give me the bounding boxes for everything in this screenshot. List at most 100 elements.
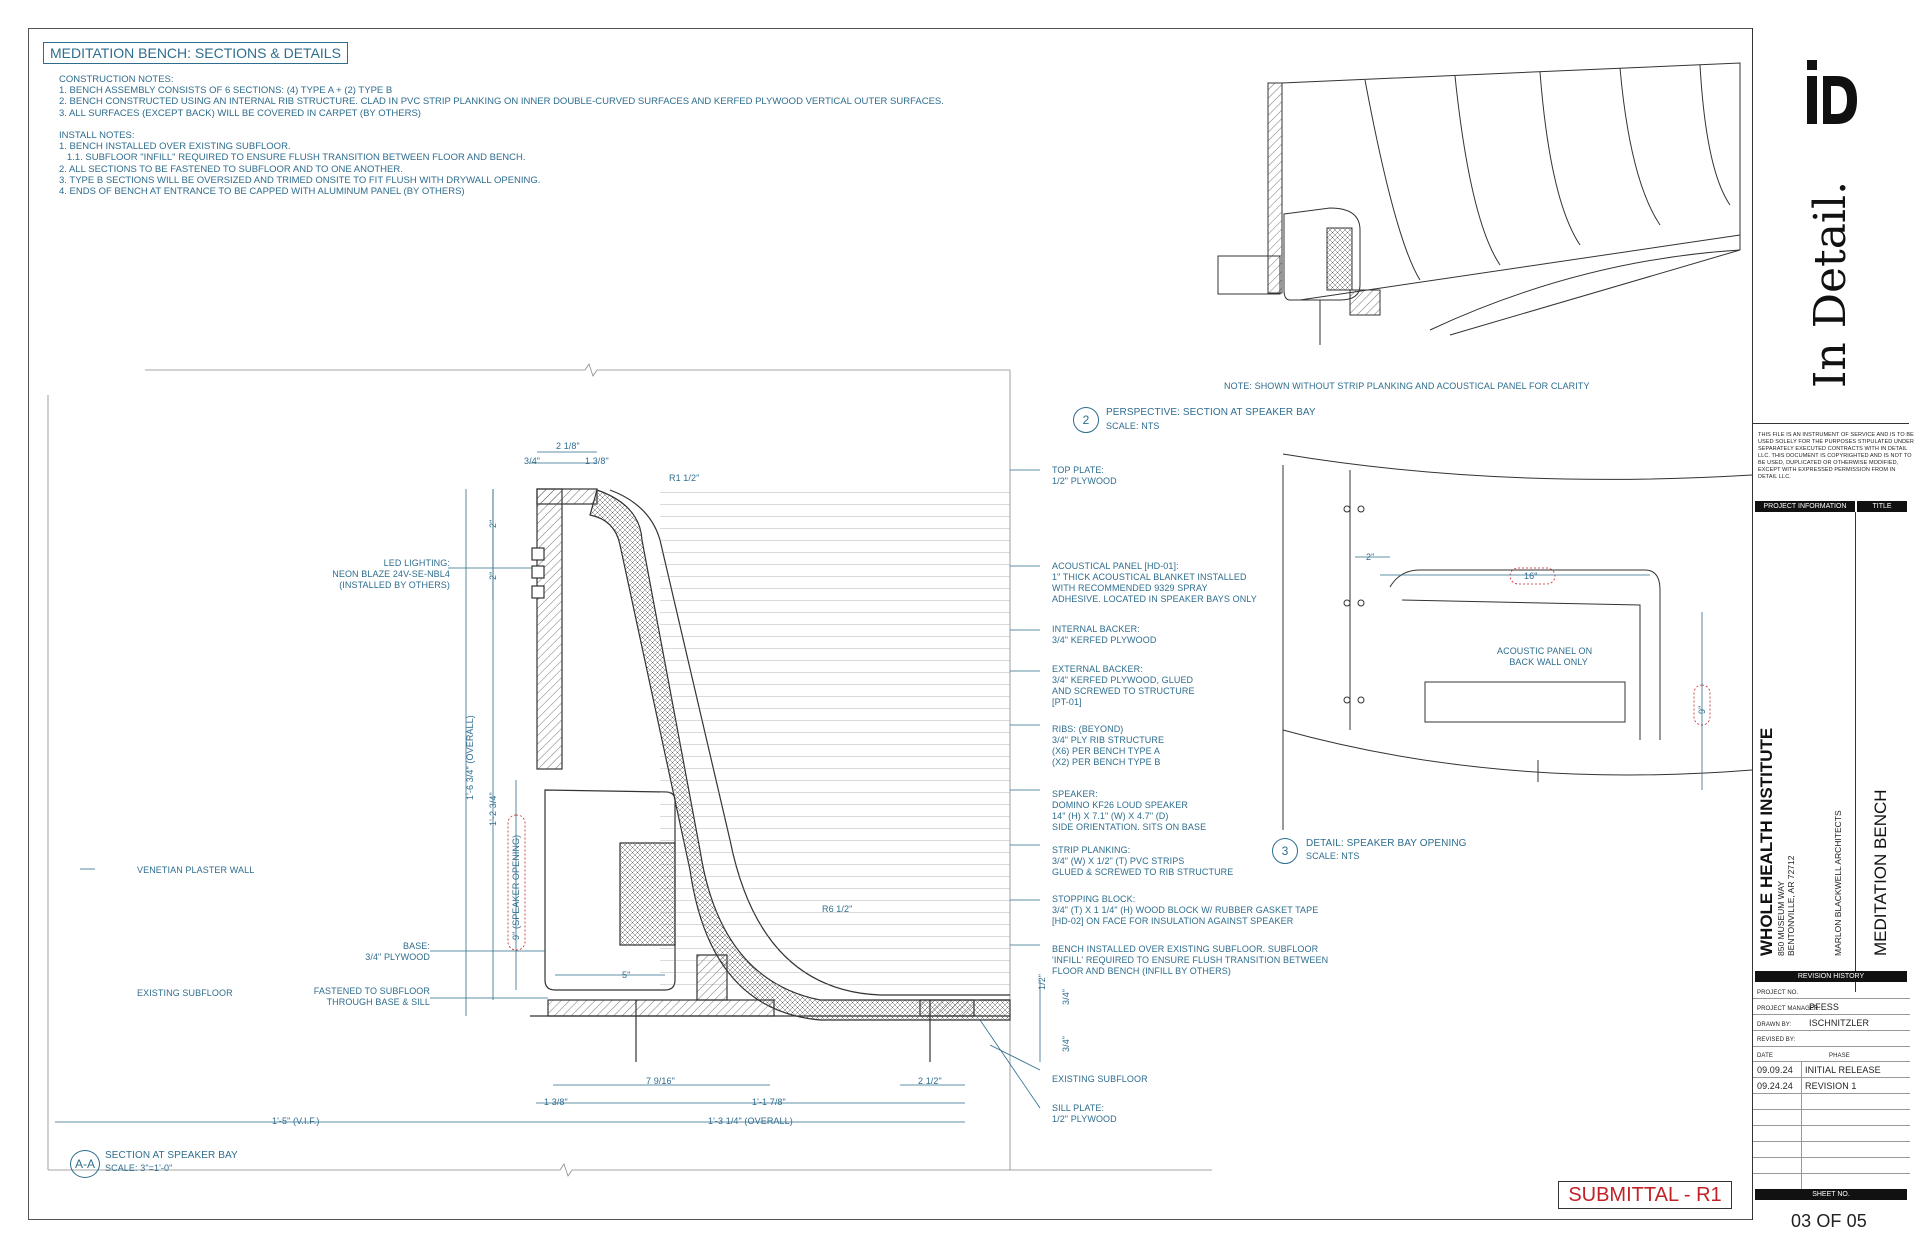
section-aa-geometry [530,488,1011,1062]
label-line: 14" (H) X 7.1" (W) X 4.7" (D) [1052,811,1169,821]
dim-1-5-vif: 1'-5" (V.I.F.) [272,1116,320,1126]
project-address-1: 850 MUSEUM WAY [1776,880,1786,956]
title-block: In Detail. THIS FILE IS AN INSTRUMENT OF… [1752,28,1914,1231]
label-line: ADHESIVE. LOCATED IN SPEAKER BAYS ONLY [1052,594,1257,604]
acoustic-panel-label-line: ACOUSTIC PANEL ON [1497,646,1593,656]
acoustical-panel-label: ACOUSTICAL PANEL [HD-01]:1" THICK ACOUST… [1052,561,1257,605]
revision-history-bar: REVISION HISTORY [1755,971,1907,982]
tb-rule [1753,1061,1910,1062]
revision-phase: INITIAL RELEASE [1805,1065,1881,1075]
dim-3-4: 3/4" [524,456,541,466]
construction-note: 2. BENCH CONSTRUCTED USING AN INTERNAL R… [59,96,944,108]
strip-planking-label: STRIP PLANKING:3/4" (W) X 1/2" (T) PVC S… [1052,845,1233,878]
bench-installed-label: BENCH INSTALLED OVER EXISTING SUBFLOOR. … [1052,944,1328,977]
dim-r1: R1 1/2" [669,473,700,483]
label-line: DOMINO KF26 LOUD SPEAKER [1052,800,1188,810]
tb-rule [1753,1173,1910,1174]
stopping-block-label: STOPPING BLOCK:3/4" (T) X 1 1/4" (H) WOO… [1052,894,1318,927]
revised-by-label: REVISED BY: [1757,1037,1796,1043]
label-line: NEON BLAZE 24V-SE-NBL4 [332,569,450,579]
view-3-scale: SCALE: NTS [1306,851,1360,861]
drawn-by: ISCHNITZLER [1809,1018,1870,1028]
detail-dim-right: 9" [1697,705,1707,714]
label-line: BASE: [402,941,430,951]
project-name: WHOLE HEALTH INSTITUTE [1757,727,1776,956]
project-manager-label: PROJECT MANAGER: [1757,1006,1821,1012]
label-line: SILL PLATE: [1052,1103,1105,1113]
label-line: THROUGH BASE & SILL [326,997,430,1007]
top-plate-label: TOP PLATE:1/2" PLYWOOD [1052,465,1117,487]
install-note: 2. ALL SECTIONS TO BE FASTENED TO SUBFLO… [59,163,403,175]
detail-dim-left: 2" [1366,552,1375,562]
title-block-divider [1855,512,1856,992]
tb-rule [1753,1077,1910,1078]
label-line: WITH RECOMMENDED 9329 SPRAY [1052,583,1208,593]
sheet-title: MEDITATION BENCH: SECTIONS & DETAILS [43,42,348,64]
label-line: SPEAKER: [1052,789,1098,799]
construction-notes-heading: CONSTRUCTION NOTES: [59,74,174,85]
label-line: 3/4" PLY RIB STRUCTURE [1052,735,1165,745]
tb-rule [1753,1030,1910,1031]
label-line: ACOUSTICAL PANEL [HD-01]: [1052,561,1179,571]
disclaimer: THIS FILE IS AN INSTRUMENT OF SERVICE AN… [1758,432,1914,481]
logo-text: In Detail. [1805,180,1856,388]
section-dimensions [55,451,1041,1123]
dim-1-2-3-4: 1'-2 3/4" [488,792,498,826]
label-line: STRIP PLANKING: [1052,845,1131,855]
dim-1-2: 1/2" [1037,973,1047,990]
revision-phase: REVISION 1 [1805,1081,1857,1091]
tb-rule [1753,1014,1910,1015]
acoustic-panel-label-line: BACK WALL ONLY [1509,657,1588,667]
architect-name: MARLON BLACKWELL ARCHITECTS [1833,810,1843,956]
label-line: 1/2" PLYWOOD [1052,476,1117,486]
dim-overall-height: 1'-6 3/4" (OVERALL) [465,715,475,800]
label-line: INTERNAL BACKER: [1052,624,1140,634]
detail-dimension-lines [1355,556,1703,790]
install-note: 1. BENCH INSTALLED OVER EXISTING SUBFLOO… [59,141,291,153]
label-line: STOPPING BLOCK: [1052,894,1136,904]
submittal-stamp: SUBMITTAL - R1 [1558,1181,1732,1209]
drawn-by-label: DRAWN BY: [1757,1022,1792,1028]
detail-drawing [1282,453,1752,830]
section-scale: SCALE: 3"=1'-0" [105,1163,173,1173]
install-note: 3. TYPE B SECTIONS WILL BE OVERSIZED AND… [59,174,541,186]
label-line: [PT-01] [1052,697,1082,707]
tb-rule [1753,1093,1910,1094]
sill-plate-label: SILL PLATE:1/2" PLYWOOD [1052,1103,1117,1125]
internal-backer-label: INTERNAL BACKER:3/4" KERFED PLYWOOD [1052,624,1156,646]
label-line: TOP PLATE: [1052,465,1105,475]
venetian-plaster-label: VENETIAN PLASTER WALL [137,865,255,875]
date-label: DATE [1757,1053,1773,1059]
label-line: SIDE ORIENTATION. SITS ON BASE [1052,822,1207,832]
label-line: 3/4" KERFED PLYWOOD, GLUED [1052,675,1194,685]
revision-date: 09.09.24 [1757,1065,1793,1075]
label-line: GLUED & SCREWED TO RIB STRUCTURE [1052,867,1234,877]
existing-subfloor-left-label: EXISTING SUBFLOOR [137,988,233,998]
label-line: EXTERNAL BACKER: [1052,664,1143,674]
disclaimer-line: THIS FILE IS AN INSTRUMENT OF SERVICE AN… [1758,432,1914,438]
label-line: BENCH INSTALLED OVER EXISTING SUBFLOOR. … [1052,944,1319,954]
project-address-2: BENTONVILLE, AR 72712 [1786,855,1796,956]
label-line: AND SCREWED TO STRUCTURE [1052,686,1195,696]
disclaimer-line: LLC. THIS DOCUMENT IS COPYRIGHTED AND IS… [1758,453,1912,459]
label-line: 3/4" PLYWOOD [365,952,430,962]
label-line: (X6) PER BENCH TYPE A [1052,746,1160,756]
dim-2a: 2" [488,519,498,528]
speaker-opening-tag [507,814,526,951]
drawing-canvas [47,62,1752,1177]
label-line: 1/2" PLYWOOD [1052,1114,1117,1124]
dim-2-1-2: 2 1/2" [918,1076,942,1086]
install-notes: INSTALL NOTES:1. BENCH INSTALLED OVER EX… [59,130,540,197]
tb-rule [1753,1109,1910,1110]
construction-note: 3. ALL SURFACES (EXCEPT BACK) WILL BE CO… [59,107,421,119]
tb-rule [1753,1046,1910,1047]
dim-5: 5" [622,970,631,980]
install-note: 1.1. SUBFLOOR "INFILL" REQUIRED TO ENSUR… [59,152,526,164]
construction-notes: CONSTRUCTION NOTES:1. BENCH ASSEMBLY CON… [59,74,944,119]
tb-rule [1753,1157,1910,1158]
disclaimer-line: USED SOLELY FOR THE PURPOSES STIPULATED … [1758,439,1914,445]
dim-speaker-opening: 9" (SPEAKER OPENING) [511,834,521,940]
